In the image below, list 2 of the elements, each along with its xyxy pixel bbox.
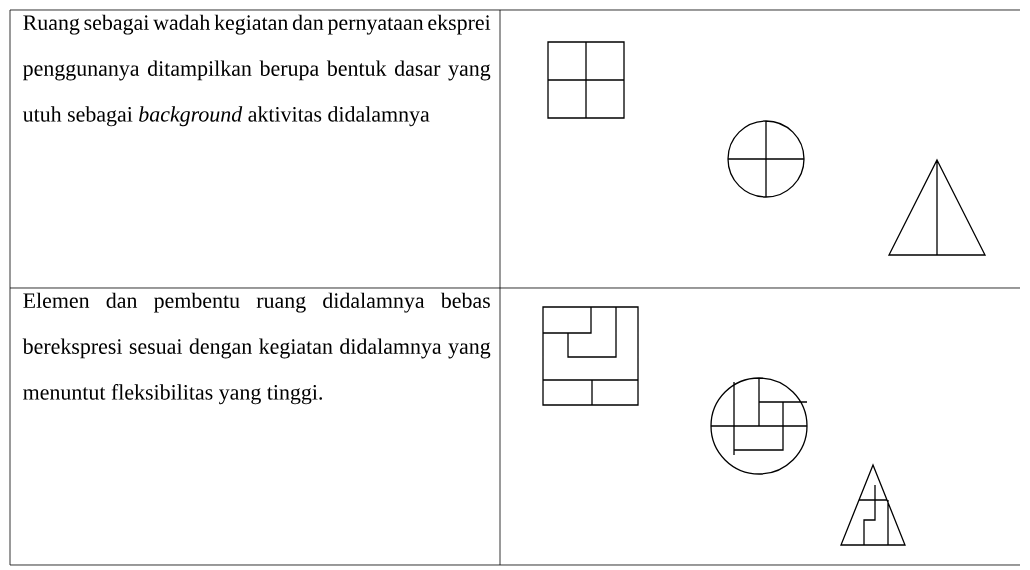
cell-text: Ruang sebagai wadah kegiatan dan pernyataan eksprei penggunanya ditampilkan berupa bentuk dasar yang utuh sebagai background aktivitas didalamnya <box>22 14 491 127</box>
cell-text: Elemen dan pembentu ruang didalamnya bebas berekspresi sesuai dengan kegiatan didalamnya yang menuntut fleksibilitas yang tinggi. <box>22 292 491 405</box>
